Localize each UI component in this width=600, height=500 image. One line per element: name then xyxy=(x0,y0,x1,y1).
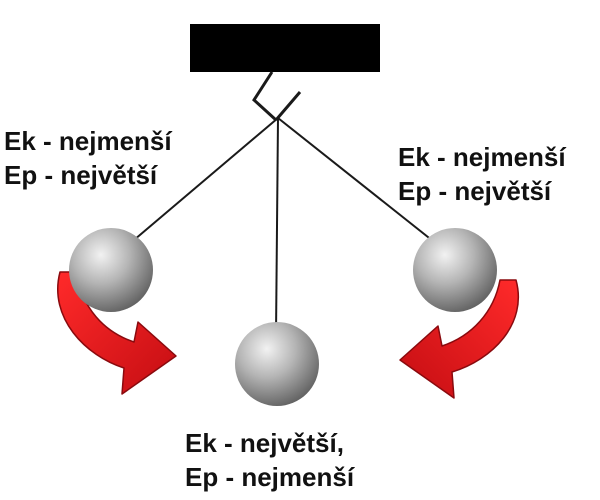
label-bottom-ep: Ep - nejmenší xyxy=(185,462,355,492)
energy-label-left: Ek - nejmenší Ep - největší xyxy=(4,124,172,192)
label-bottom-ek: Ek - největší, xyxy=(185,428,344,458)
label-left-ep: Ep - největší xyxy=(4,160,158,190)
label-left-ek: Ek - nejmenší xyxy=(4,126,172,156)
pendulum-ball-bottom xyxy=(235,322,319,406)
string-center xyxy=(275,117,279,336)
curved-arrow-right-icon xyxy=(399,279,519,399)
hanger-hook-icon xyxy=(252,71,302,122)
label-right-ek: Ek - nejmenší xyxy=(398,142,566,172)
string-left xyxy=(133,117,279,241)
energy-label-bottom: Ek - největší, Ep - nejmenší xyxy=(185,426,354,494)
pendulum-ball-left xyxy=(69,228,153,312)
pendulum-ball-right xyxy=(413,228,497,312)
ceiling-support-icon xyxy=(190,24,380,72)
label-right-ep: Ep - největší xyxy=(398,176,552,206)
string-right xyxy=(277,117,439,246)
energy-label-right: Ek - nejmenší Ep - největší xyxy=(398,140,566,208)
